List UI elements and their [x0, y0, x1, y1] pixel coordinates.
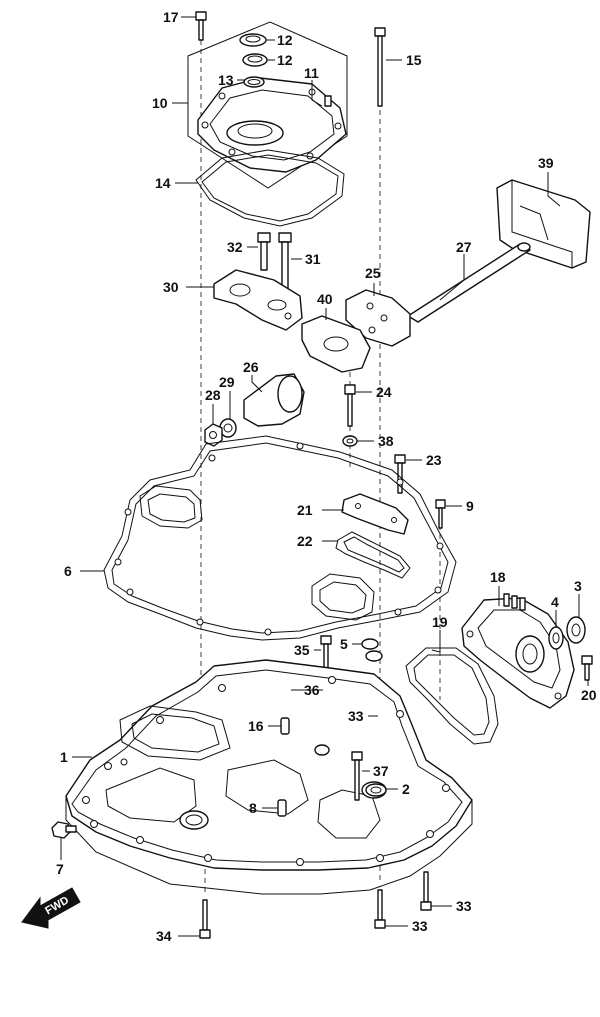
callout-19: 19	[432, 614, 448, 630]
leader-lines	[60, 16, 589, 937]
bolt-34	[199, 899, 211, 939]
bolt-33-bottom	[374, 889, 386, 929]
bolt-17	[195, 11, 207, 41]
plate-21	[341, 493, 409, 535]
callout-17: 17	[163, 9, 179, 25]
callout-32: 32	[227, 239, 243, 255]
cover-gasket-14	[195, 149, 345, 227]
callout-16: 16	[248, 718, 264, 734]
oil-seal-12a	[239, 33, 267, 47]
collar-29	[219, 418, 237, 438]
dowel-pin-16	[280, 717, 290, 735]
long-bolt-15	[374, 27, 386, 107]
bolt-31	[278, 232, 292, 293]
mount-26	[243, 373, 305, 427]
top-cover-assembly	[187, 21, 348, 189]
callout-7: 7	[56, 861, 64, 877]
callout-33c: 33	[412, 918, 428, 934]
callout-10: 10	[152, 95, 168, 111]
bracket-30	[213, 269, 303, 331]
o-rings-5	[361, 638, 383, 662]
callout-3: 3	[574, 578, 582, 594]
gasket-19	[405, 647, 499, 745]
callout-1: 1	[60, 749, 68, 765]
bolt-33-right	[420, 871, 432, 911]
callout-4: 4	[551, 594, 559, 610]
cap-3	[566, 616, 586, 644]
plate-25	[345, 289, 411, 347]
callout-12b: 12	[277, 52, 293, 68]
callout-29: 29	[219, 374, 235, 390]
bolt-9	[435, 499, 446, 529]
callout-9: 9	[466, 498, 474, 514]
oil-seal-4	[548, 626, 564, 650]
callout-39: 39	[538, 155, 554, 171]
o-ring-13	[243, 76, 265, 88]
callout-21: 21	[297, 502, 313, 518]
gasket-6	[103, 435, 457, 641]
callout-20: 20	[581, 687, 597, 703]
callout-23: 23	[426, 452, 442, 468]
callout-38: 38	[378, 433, 394, 449]
callout-2: 2	[402, 781, 410, 797]
callout-24: 24	[376, 384, 392, 400]
washer-2	[365, 783, 387, 797]
callout-6: 6	[64, 563, 72, 579]
callout-11: 11	[304, 65, 319, 81]
cover-18	[461, 593, 575, 709]
callout-36: 36	[304, 682, 320, 698]
callout-labels: 17 12 12 13 11 15 10 14 39 32 31 27 30 2…	[56, 9, 597, 944]
bolt-37	[351, 751, 363, 801]
bolt-24	[344, 384, 356, 427]
nut-28	[204, 423, 223, 447]
gasket-22	[335, 531, 411, 579]
callout-40: 40	[317, 291, 333, 307]
callout-13: 13	[218, 72, 234, 88]
dowel-pin-8	[277, 799, 287, 817]
drain-plug-7	[51, 821, 77, 839]
callout-31: 31	[305, 251, 321, 267]
callout-27: 27	[456, 239, 472, 255]
callout-28: 28	[205, 387, 221, 403]
bolt-20	[581, 655, 593, 681]
callout-33b: 33	[456, 898, 472, 914]
callout-34: 34	[156, 928, 172, 944]
callout-12a: 12	[277, 32, 293, 48]
callout-22: 22	[297, 533, 313, 549]
callout-35: 35	[294, 642, 310, 658]
callout-18: 18	[490, 569, 506, 585]
callout-37: 37	[373, 763, 389, 779]
washer-38	[342, 435, 358, 447]
engine-case-1	[65, 659, 473, 895]
callout-8: 8	[249, 800, 257, 816]
oil-seal-12b	[242, 53, 268, 67]
shaft-27	[407, 242, 531, 323]
plate-40	[301, 315, 371, 373]
callout-26: 26	[243, 359, 259, 375]
bolt-32	[257, 232, 271, 271]
fwd-direction-arrow: FWD	[21, 887, 81, 929]
callout-5: 5	[340, 636, 348, 652]
callout-14: 14	[155, 175, 171, 191]
callout-30: 30	[163, 279, 179, 295]
callout-25: 25	[365, 265, 381, 281]
callout-15: 15	[406, 52, 422, 68]
callout-33a: 33	[348, 708, 364, 724]
